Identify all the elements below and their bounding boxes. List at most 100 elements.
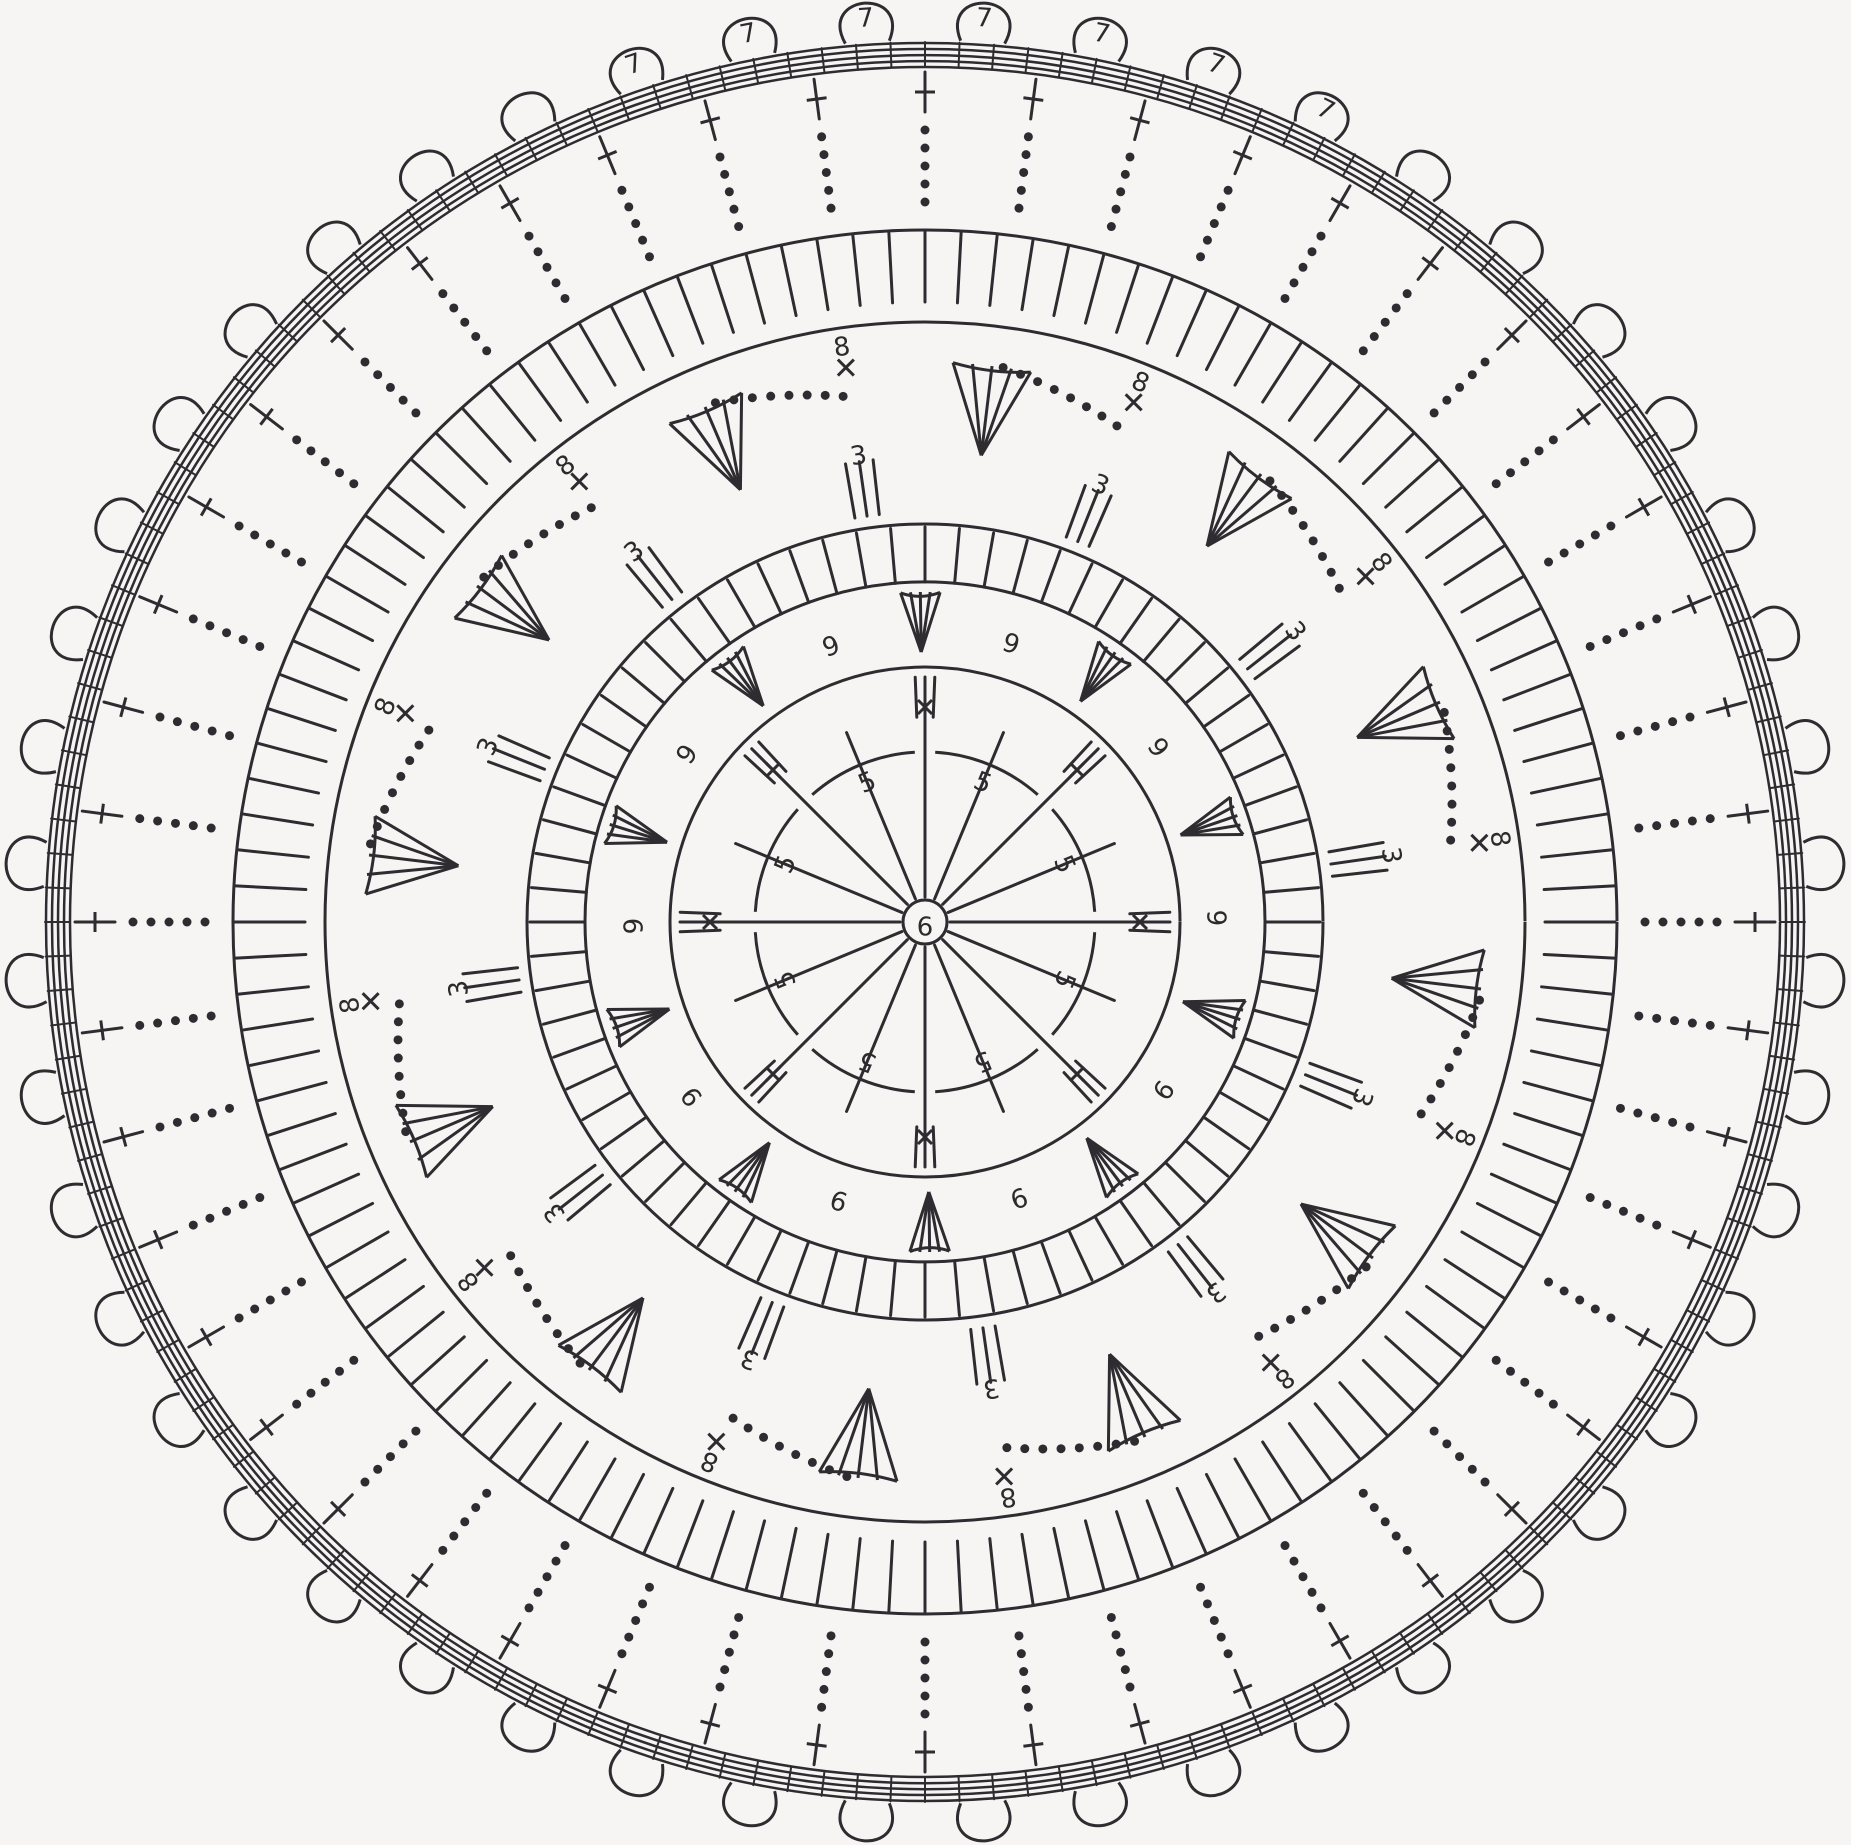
round-4-chain-stitch <box>1362 1262 1371 1271</box>
round-3-fringe-stitch <box>1185 668 1227 703</box>
round-5-fringe-stitch <box>1386 1337 1438 1384</box>
round-3-fringe-stitch <box>1253 820 1306 834</box>
round-6-chain-stitch <box>725 1648 734 1657</box>
outer-band-tick <box>992 45 994 70</box>
round-6-chain-stitch <box>552 1557 561 1566</box>
round-6-chain-stitch <box>1670 819 1679 828</box>
round-4-chain-stitch <box>479 573 488 582</box>
round-6-chain-stitch <box>617 186 626 195</box>
edge-picot-loop <box>1490 1570 1543 1622</box>
round-6-chain-stitch <box>1196 1583 1205 1592</box>
round-5-fringe-stitch <box>1263 343 1301 402</box>
round-5-fringe-stitch <box>295 641 359 669</box>
round-4-chain-stitch <box>398 1109 407 1118</box>
round-5-fringe-stitch <box>1085 256 1103 324</box>
round-5-fringe-stitch <box>1544 954 1614 958</box>
round-5-fringe-stitch <box>1491 1174 1555 1202</box>
round-6-chain-stitch <box>1224 1649 1233 1658</box>
round-4-chain-stitch <box>1443 726 1452 735</box>
round-6-chain-stitch <box>205 621 214 630</box>
round-4-chain-stitch <box>401 1127 410 1136</box>
round-6-chain-stitch <box>1468 1465 1477 1474</box>
edge-picot-loop <box>1490 222 1543 274</box>
round-3-label: 9 <box>1006 1180 1031 1214</box>
round-4-chain-stitch <box>748 393 757 402</box>
round-3-fringe-stitch <box>1041 1241 1060 1293</box>
round-6-chain-stitch <box>292 435 301 444</box>
round-6-chain-stitch <box>189 614 198 623</box>
round-6-chain-stitch <box>207 824 216 833</box>
round-5-fringe-stitch <box>712 1512 734 1579</box>
round-3-fringe-stitch <box>856 1257 866 1311</box>
round-6-chain-stitch <box>1606 1314 1615 1323</box>
round-6-chain-stitch <box>1606 522 1615 531</box>
round-6-chain-stitch <box>1203 1599 1212 1608</box>
round-5-label: 8 <box>369 693 403 719</box>
outer-band-tick <box>48 989 73 991</box>
round-5-fringe-stitch <box>612 307 644 369</box>
round-6-chain-stitch <box>819 150 828 159</box>
round-5-fringe-stitch <box>389 1312 443 1356</box>
round-6-tr-crossbar <box>201 498 211 515</box>
round-3-fringe-stitch <box>984 533 994 587</box>
round-4-chain-stitch <box>1254 1332 1263 1341</box>
round-5-fringe-stitch <box>889 233 893 303</box>
round-6-chain-stitch <box>1217 202 1226 211</box>
round-5-fringe-stitch <box>491 1404 535 1458</box>
round-6-tr-crossbar <box>1747 804 1750 824</box>
round-5-label: 8 <box>696 1444 722 1478</box>
round-3-fringe-stitch <box>1233 755 1283 778</box>
round-4-chain-stitch <box>405 756 414 765</box>
round-6-chain-stitch <box>1677 918 1686 927</box>
round-3-fringe-stitch <box>601 695 646 727</box>
round-3-label: 9 <box>675 1080 709 1111</box>
round-6-tr-crossbar <box>260 1419 272 1435</box>
round-6-chain-stitch <box>921 162 930 171</box>
edge-picot-loop <box>1295 1703 1348 1751</box>
round-5-fringe-stitch <box>1363 434 1412 483</box>
round-4-chain-stitch <box>1446 763 1455 772</box>
outer-band-tick <box>1777 989 1802 991</box>
round-6-chain-stitch <box>1455 383 1464 392</box>
round-6-chain-stitch <box>921 1656 930 1665</box>
round-3-fringe-stitch <box>698 1201 730 1246</box>
round-4-dc-stitch <box>1255 646 1299 679</box>
outer-band-tick <box>856 45 858 70</box>
round-4-dc-stitch <box>568 1185 610 1220</box>
round-3-fringe-stitch <box>554 1038 606 1057</box>
round-4-chain-stitch <box>1082 402 1091 411</box>
round-6-chain-stitch <box>207 1011 216 1020</box>
round-6-chain-stitch <box>438 1546 447 1555</box>
round-6-chain-stitch <box>471 332 480 341</box>
round-6-chain-stitch <box>1381 318 1390 327</box>
round-5-fringe-stitch <box>1386 460 1438 507</box>
round-6-chain-stitch <box>534 1588 543 1597</box>
round-6-chain-stitch <box>1017 186 1026 195</box>
round-6-chain-stitch <box>1695 918 1704 927</box>
round-4-chain-stitch <box>803 391 812 400</box>
round-3-label: 9 <box>1141 732 1175 763</box>
round-4-chain-stitch <box>388 788 397 797</box>
round-4-chain-stitch <box>729 395 738 404</box>
round-4-chain-stitch <box>1020 1444 1029 1453</box>
round-5-fringe-stitch <box>817 1534 828 1603</box>
round-5-fringe-stitch <box>644 1488 672 1552</box>
round-5-fringe-stitch <box>327 1232 388 1267</box>
round-6-chain-stitch <box>1308 1588 1317 1597</box>
round-6-chain-stitch <box>534 247 543 256</box>
round-4-shell-cluster <box>1301 1204 1348 1289</box>
round-2-dc-stitch <box>1076 1061 1105 1088</box>
round-4-chain-stitch <box>775 1442 784 1451</box>
round-3-fringe-stitch <box>984 1257 994 1311</box>
round-6-chain-stitch <box>208 726 217 735</box>
round-6-chain-stitch <box>1602 1200 1611 1209</box>
round-3-label: 9 <box>619 918 649 935</box>
round-4-shell-cluster <box>740 393 741 490</box>
round-6-chain-stitch <box>921 1674 930 1683</box>
round-6-chain-stitch <box>1616 1104 1625 1113</box>
round-3-fringe-stitch <box>622 1141 664 1176</box>
round-6-chain-stitch <box>1116 1648 1125 1657</box>
round-6-chain-stitch <box>306 1389 315 1398</box>
round-4-chain-stitch <box>1347 1274 1356 1283</box>
round-4-chain-stitch <box>1093 1442 1102 1451</box>
